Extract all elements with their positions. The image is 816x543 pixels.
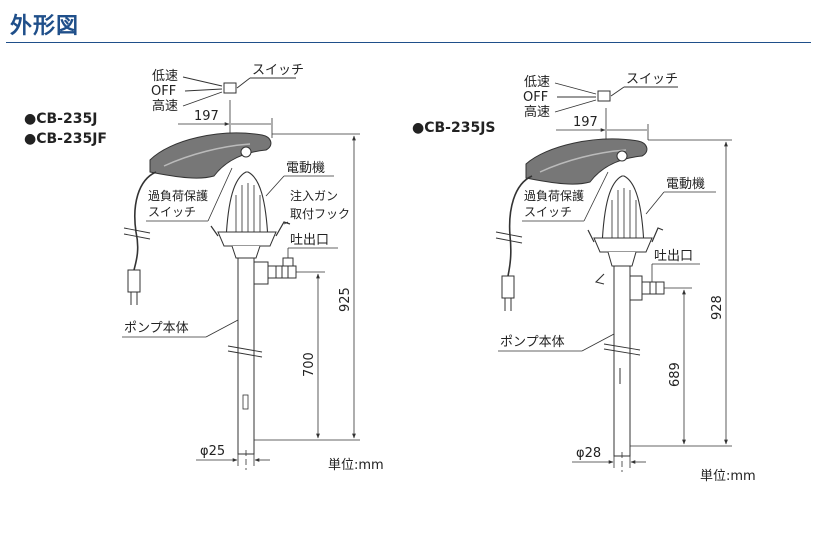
- left-bolt-icon: [240, 146, 252, 158]
- left-width-dimension: 197: [178, 100, 273, 138]
- left-width-value: 197: [194, 109, 219, 124]
- left-switch-leaders: [182, 76, 223, 107]
- left-gun-hook-label-2: 取付フック: [290, 207, 350, 221]
- left-diameter-dimension: [196, 452, 270, 466]
- left-diameter-value: φ25: [200, 444, 225, 459]
- left-overload-label-2: スイッチ: [148, 205, 196, 219]
- right-switch-icon: [597, 90, 611, 102]
- left-overload-label-1: 過負荷保護: [148, 188, 208, 203]
- right-height-dimensions: [630, 139, 732, 447]
- left-switch-low: 低速: [152, 69, 178, 84]
- right-switch-low: 低速: [524, 75, 550, 90]
- left-gun-hook-label-1: 注入ガン: [290, 188, 338, 203]
- left-unit-label: 単位:mm: [328, 457, 384, 473]
- left-height-dimensions: [254, 133, 360, 441]
- left-switch-off: OFF: [151, 84, 176, 99]
- left-outlet-label: 吐出口: [290, 233, 329, 248]
- left-switch-high: 高速: [152, 98, 178, 114]
- left-model-2: ●CB-235JF: [24, 131, 107, 147]
- left-handle: [149, 132, 272, 179]
- right-outlet-label: 吐出口: [654, 249, 693, 264]
- left-outlet: [251, 257, 297, 285]
- right-switch-leaders: [554, 82, 597, 113]
- right-diameter-value: φ28: [576, 446, 601, 461]
- right-pump-pipe: [613, 265, 631, 457]
- right-height-pipe-value: 689: [668, 362, 683, 387]
- left-height-pipe-value: 700: [302, 352, 317, 377]
- left-motor-body: [225, 171, 269, 241]
- left-height-total-value: 925: [338, 287, 353, 312]
- left-switch-label: スイッチ: [252, 63, 304, 78]
- title-divider: [6, 42, 811, 43]
- right-switch-high: 高速: [524, 104, 550, 120]
- left-switch-icon: [223, 82, 237, 94]
- left-body-label: ポンプ本体: [124, 321, 189, 336]
- right-power-cord: [507, 175, 533, 277]
- right-height-total-value: 928: [710, 295, 725, 320]
- right-width-dimension: 197: [556, 108, 649, 140]
- left-gun-hook: [275, 221, 291, 237]
- right-switch-label: スイッチ: [626, 72, 678, 87]
- right-pump-diagram: ●CB-235JS 低速 OFF 高速 スイッチ 197: [412, 72, 756, 484]
- right-motor-label: 電動機: [666, 177, 705, 192]
- left-model-1: ●CB-235J: [24, 111, 97, 127]
- right-overload-label-2: スイッチ: [524, 205, 572, 219]
- right-plug-icon: [501, 275, 515, 311]
- right-motor-body: [601, 175, 645, 247]
- page-title: 外形図: [10, 14, 80, 39]
- right-handle: [525, 138, 648, 185]
- right-overload-label-1: 過負荷保護: [524, 188, 584, 203]
- right-switch-off: OFF: [523, 90, 548, 105]
- right-body-label: ポンプ本体: [500, 335, 565, 350]
- left-pump-pipe: [237, 257, 255, 455]
- right-width-value: 197: [573, 115, 598, 130]
- left-power-cord: [133, 171, 157, 271]
- left-plug-icon: [127, 269, 141, 305]
- right-unit-label: 単位:mm: [700, 468, 756, 484]
- right-diameter-dimension: [572, 454, 646, 468]
- left-motor-label: 電動機: [286, 161, 325, 176]
- left-pump-diagram: ●CB-235J ●CB-235JF 低速 OFF 高速 スイッチ 197: [24, 63, 384, 473]
- right-bolt-icon: [616, 150, 628, 162]
- right-model-1: ●CB-235JS: [412, 120, 496, 136]
- right-outlet: [627, 275, 665, 301]
